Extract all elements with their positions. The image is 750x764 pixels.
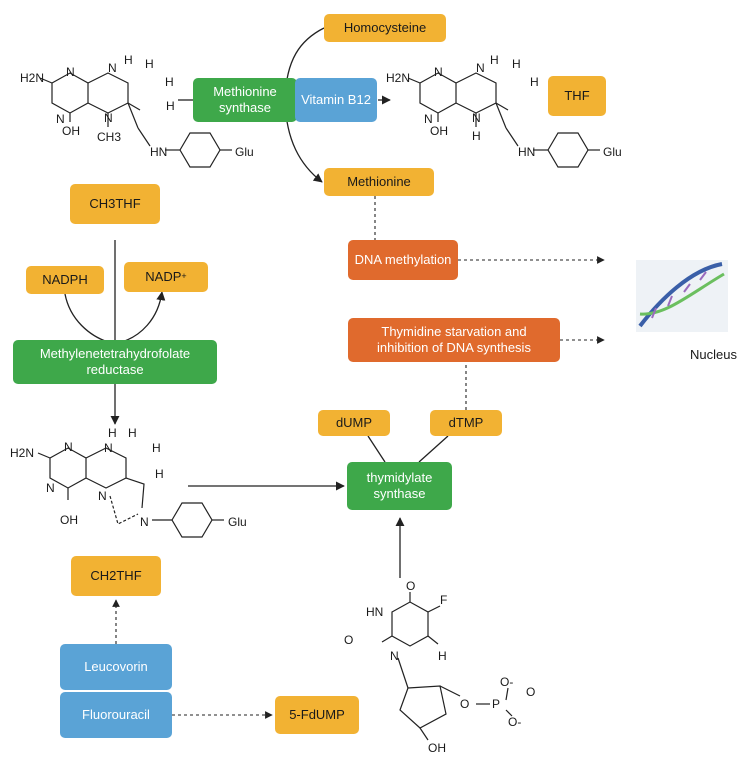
atom-label: Glu xyxy=(235,145,254,159)
atom-label: OH xyxy=(428,741,446,755)
atom-label: N xyxy=(390,649,399,663)
thf-node: THF xyxy=(548,76,606,116)
atom-label: H xyxy=(108,426,117,440)
atom-label: N xyxy=(104,111,113,125)
vitamin-b12-node: Vitamin B12 xyxy=(295,78,377,122)
atom-label: N xyxy=(434,65,443,79)
ch2thf-node: CH2THF xyxy=(71,556,161,596)
dump-to-ts-line xyxy=(367,435,386,463)
atom-label: P xyxy=(492,697,500,711)
atom-label: H2N xyxy=(10,446,34,460)
atom-label: N xyxy=(476,61,485,75)
ch3thf-structure: H2N N N OH N CH3 N H H H H HN Glu xyxy=(20,53,254,168)
atom-label: O xyxy=(526,685,535,699)
mthfr-node: Methylenetetrahydrofolate reductase xyxy=(13,340,217,384)
atom-label: H xyxy=(472,129,481,143)
atom-label: H xyxy=(145,57,154,71)
dtmp-node: dTMP xyxy=(430,410,502,436)
atom-label: H xyxy=(490,53,499,67)
atom-label: H2N xyxy=(20,71,44,85)
atom-label: N xyxy=(424,112,433,126)
atom-label: O xyxy=(344,633,353,647)
leucovorin-node: Leucovorin xyxy=(60,644,172,690)
methionine-synthase-node: Methionine synthase xyxy=(193,78,297,122)
atom-label: CH3 xyxy=(97,130,121,144)
atom-label: H xyxy=(128,426,137,440)
homocysteine-node: Homocysteine xyxy=(324,14,446,42)
thymidine-starvation-node: Thymidine starvation and inhibition of D… xyxy=(348,318,560,362)
atom-label: N xyxy=(56,112,65,126)
atom-label: H2N xyxy=(386,71,410,85)
dump-node: dUMP xyxy=(318,410,390,436)
atom-label: O- xyxy=(500,675,513,689)
ch3thf-node: CH3THF xyxy=(70,184,160,224)
atom-label: H xyxy=(155,467,164,481)
atom-label: Glu xyxy=(603,145,622,159)
dna-helix-icon xyxy=(636,260,728,332)
atom-label: N xyxy=(104,441,113,455)
methionine-node: Methionine xyxy=(324,168,434,196)
nucleus-label: Nucleus xyxy=(690,347,737,362)
ch2thf-structure: H2N N N OH N N H H H H N Glu xyxy=(10,426,247,538)
thf-structure: H2N N N OH N H N H H H HN Glu xyxy=(386,53,622,168)
atom-label: N xyxy=(140,515,149,529)
atom-label: N xyxy=(108,61,117,75)
atom-label: OH xyxy=(430,124,448,138)
nadph-node: NADPH xyxy=(26,266,104,294)
atom-label: H xyxy=(152,441,161,455)
atom-label: O xyxy=(406,579,415,593)
nadp-plus-node: NADP+ xyxy=(124,262,208,292)
atom-label: H xyxy=(124,53,133,67)
ts-to-dtmp-line xyxy=(418,435,449,463)
atom-label: O- xyxy=(508,715,521,729)
atom-label: H xyxy=(166,99,175,113)
atom-label: O xyxy=(460,697,469,711)
atom-label: N xyxy=(472,111,481,125)
atom-label: N xyxy=(46,481,55,495)
atom-label: H xyxy=(438,649,447,663)
atom-label: HN xyxy=(150,145,167,159)
dna-methylation-node: DNA methylation xyxy=(348,240,458,280)
atom-label: OH xyxy=(62,124,80,138)
nadp-superscript: + xyxy=(181,271,187,282)
fdump-structure: O F HN O N H O P O- O O- OH xyxy=(344,579,535,755)
atom-label: N xyxy=(98,489,107,503)
atom-label: H xyxy=(165,75,174,89)
atom-label: OH xyxy=(60,513,78,527)
fdump-node: 5-FdUMP xyxy=(275,696,359,734)
atom-label: H xyxy=(530,75,539,89)
nadp-label: NADP xyxy=(145,268,182,284)
atom-label: N xyxy=(64,440,73,454)
thymidylate-synthase-node: thymidylate synthase xyxy=(347,462,452,510)
atom-label: HN xyxy=(366,605,383,619)
atom-label: HN xyxy=(518,145,535,159)
atom-label: Glu xyxy=(228,515,247,529)
atom-label: H xyxy=(512,57,521,71)
atom-label: F xyxy=(440,593,447,607)
fluorouracil-node: Fluorouracil xyxy=(60,692,172,738)
atom-label: N xyxy=(66,65,75,79)
